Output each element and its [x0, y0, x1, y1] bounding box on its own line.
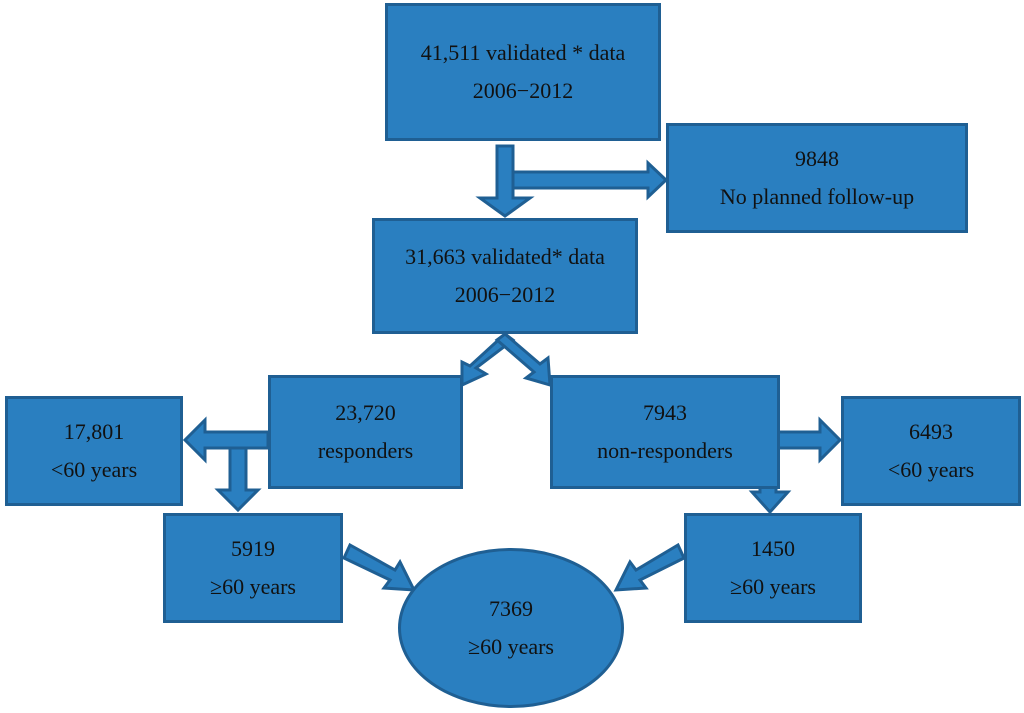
combined-over60-count: 7369: [489, 596, 533, 621]
followup-data-box: 31,663 validated* data 2006−2012: [372, 218, 638, 334]
responders-label: responders: [317, 438, 414, 463]
nonresp-under60-label: <60 years: [887, 457, 975, 482]
total-data-box: 41,511 validated * data 2006−2012: [385, 3, 661, 141]
nonresp-over60-box: 1450 ≥60 years: [684, 513, 862, 623]
resp-under60-count: 17,801: [63, 419, 125, 444]
resp-over60-label: ≥60 years: [210, 574, 296, 599]
arrow-to-resp-over60: [214, 446, 262, 513]
resp-under60-label: <60 years: [50, 457, 138, 482]
followup-period: 2006−2012: [454, 282, 556, 307]
arrow-to-resp-under60: [182, 416, 270, 464]
combined-over60-oval: 7369 ≥60 years: [398, 548, 624, 708]
followup-count: 31,663 validated* data: [405, 244, 605, 269]
resp-over60-count: 5919: [231, 536, 275, 561]
total-count: 41,511 validated * data: [420, 40, 626, 65]
arrow-to-nonresponders: [494, 332, 552, 388]
excluded-count: 9848: [795, 146, 839, 171]
responders-count: 23,720: [335, 400, 396, 425]
nonresponders-box: 7943 non-responders: [550, 375, 780, 489]
nonresp-under60-count: 6493: [909, 419, 953, 444]
resp-over60-box: 5919 ≥60 years: [163, 513, 343, 623]
arrow-total-to-followup: [475, 144, 535, 218]
arrow-resp-over60-to-combined: [342, 542, 417, 592]
excluded-box: 9848 No planned follow-up: [666, 123, 968, 233]
arrow-nonresp-over60-to-combined: [613, 542, 686, 592]
excluded-label: No planned follow-up: [719, 184, 915, 209]
resp-under60-box: 17,801 <60 years: [5, 396, 183, 506]
nonresponders-label: non-responders: [597, 438, 733, 463]
nonresp-over60-count: 1450: [751, 536, 795, 561]
responders-box: 23,720 responders: [268, 375, 463, 489]
total-period: 2006−2012: [472, 78, 574, 103]
nonresp-over60-label: ≥60 years: [730, 574, 816, 599]
nonresponders-count: 7943: [643, 400, 687, 425]
nonresp-under60-box: 6493 <60 years: [841, 396, 1021, 506]
combined-over60-label: ≥60 years: [468, 634, 554, 659]
arrow-to-excluded: [511, 159, 669, 201]
